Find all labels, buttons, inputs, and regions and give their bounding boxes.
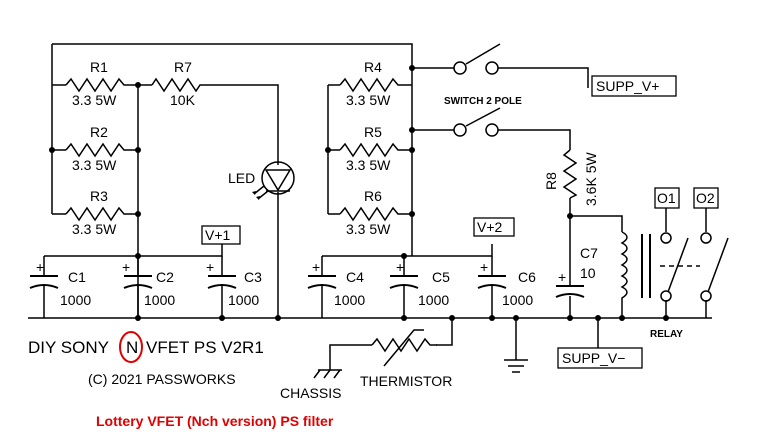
c7-ref: C7	[580, 245, 598, 261]
c4-plus: +	[312, 259, 320, 275]
resistor-r6: R6 3.3 5W	[339, 188, 404, 237]
r7-ref: R7	[174, 59, 192, 75]
r7-value: 10K	[170, 92, 196, 108]
r8-value: 3.6K 5W	[583, 152, 599, 206]
highlight-circle	[119, 331, 143, 363]
net-label-o1: O1	[654, 187, 680, 209]
title-block: DIY SONY N VFET PS V2R1 (C) 2021 PASSWOR…	[28, 331, 334, 429]
svg-text:O1: O1	[657, 190, 676, 206]
r6-ref: R6	[364, 188, 382, 204]
c5-value: 1000	[418, 292, 449, 308]
r8-ref: R8	[543, 172, 559, 190]
r6-value: 3.3 5W	[346, 221, 391, 237]
capacitor-c4: + C4 1000	[307, 259, 365, 308]
led-label: LED	[228, 170, 255, 186]
c4-value: 1000	[334, 292, 365, 308]
relay: RELAY	[620, 231, 729, 340]
c6-plus: +	[480, 259, 488, 275]
r1-value: 3.3 5W	[72, 92, 117, 108]
c2-value: 1000	[144, 292, 175, 308]
net-label-supp-v-minus: SUPP_V−	[557, 347, 643, 369]
c6-ref: C6	[518, 269, 536, 285]
r3-ref: R3	[90, 188, 108, 204]
led: LED	[228, 161, 295, 200]
capacitor-c6: + C6 1000	[477, 259, 536, 308]
resistor-r2: R2 3.3 5W	[65, 124, 128, 173]
svg-text:SUPP_V−: SUPP_V−	[562, 350, 625, 366]
svg-text:V+2: V+2	[477, 219, 503, 235]
capacitor-c1: + C1 1000	[29, 259, 91, 308]
capacitor-c5: + C5 1000	[389, 259, 450, 308]
resistor-r5: R5 3.3 5W	[339, 124, 404, 173]
capacitor-c7: + C7 10	[555, 245, 598, 298]
r1-ref: R1	[90, 59, 108, 75]
copyright: (C) 2021 PASSWORKS	[88, 371, 236, 387]
switch-label: SWITCH 2 POLE	[444, 96, 522, 107]
c5-ref: C5	[432, 269, 450, 285]
c2-plus: +	[122, 259, 130, 275]
c1-value: 1000	[60, 292, 91, 308]
r3-value: 3.3 5W	[72, 221, 117, 237]
c4-ref: C4	[346, 269, 364, 285]
c1-ref: C1	[68, 269, 86, 285]
switch-2-pole: SWITCH 2 POLE	[444, 43, 522, 137]
svg-text:O2: O2	[696, 190, 715, 206]
resistor-r7: R7 10K	[151, 59, 208, 108]
net-label-v-plus-1: V+1	[201, 225, 241, 245]
c7-plus: +	[558, 269, 566, 285]
thermistor-label: THERMISTOR	[360, 373, 452, 389]
wires	[28, 43, 712, 370]
relay-label: RELAY	[650, 329, 683, 340]
title-prefix: DIY SONY	[28, 338, 109, 357]
resistor-r1: R1 3.3 5W	[65, 59, 128, 108]
c3-ref: C3	[244, 269, 262, 285]
c6-value: 1000	[502, 292, 533, 308]
title-highlight: N	[126, 338, 138, 357]
r4-ref: R4	[364, 59, 382, 75]
r2-value: 3.3 5W	[72, 157, 117, 173]
junctions	[49, 65, 669, 321]
thermistor: THERMISTOR	[360, 329, 452, 389]
svg-text:V+1: V+1	[205, 227, 231, 243]
c5-plus: +	[396, 259, 404, 275]
c3-value: 1000	[228, 292, 259, 308]
c1-plus: +	[36, 259, 44, 275]
capacitor-c3: + C3 1000	[206, 259, 262, 308]
svg-text:SUPP_V+: SUPP_V+	[596, 78, 659, 94]
c2-ref: C2	[156, 269, 174, 285]
r5-ref: R5	[364, 124, 382, 140]
net-label-v-plus-2: V+2	[473, 217, 515, 237]
c7-value: 10	[580, 265, 596, 281]
net-label-supp-v-plus: SUPP_V+	[591, 75, 677, 97]
net-label-o2: O2	[693, 187, 719, 209]
resistor-r8: R8 3.6K 5W	[543, 149, 599, 206]
capacitor-c2: + C2 1000	[122, 259, 175, 308]
resistor-r4: R4 3.3 5W	[339, 59, 404, 108]
c3-plus: +	[206, 259, 214, 275]
ground-symbol	[504, 359, 528, 373]
r4-value: 3.3 5W	[346, 92, 391, 108]
r5-value: 3.3 5W	[346, 157, 391, 173]
chassis-symbol: CHASSIS	[280, 369, 342, 401]
r2-ref: R2	[90, 124, 108, 140]
chassis-label: CHASSIS	[280, 385, 341, 401]
resistor-r3: R3 3.3 5W	[65, 188, 128, 237]
caption: Lottery VFET (Nch version) PS filter	[96, 413, 334, 429]
title-suffix: VFET PS V2R1	[146, 338, 264, 357]
